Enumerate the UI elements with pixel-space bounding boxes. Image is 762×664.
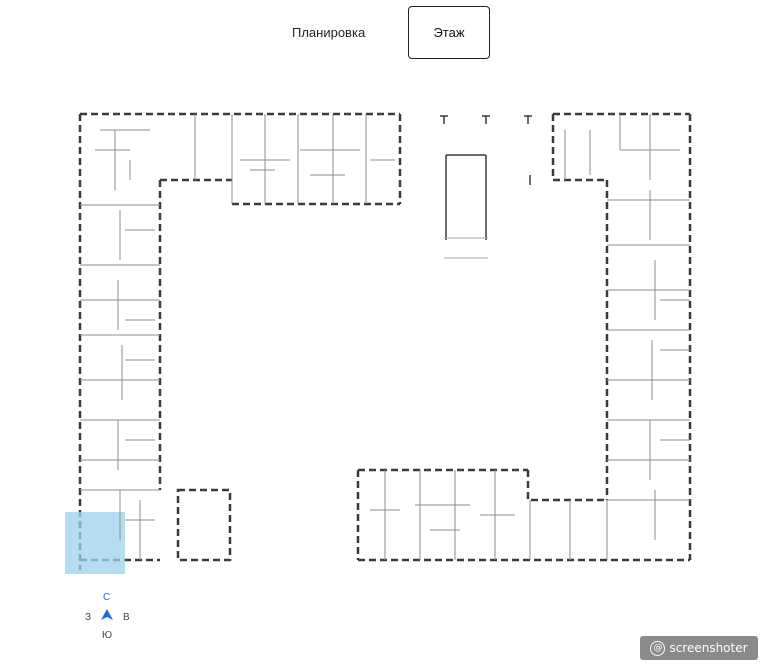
compass-south: Ю bbox=[102, 630, 113, 641]
courtyard-passage bbox=[444, 154, 488, 259]
compass-east: В bbox=[123, 612, 130, 623]
compass-arrow-icon bbox=[100, 608, 114, 622]
compass-north: С bbox=[103, 592, 111, 603]
tab-floor[interactable]: Этаж bbox=[408, 6, 490, 59]
selected-apartment[interactable] bbox=[65, 512, 125, 574]
tab-layout[interactable]: Планировка bbox=[292, 25, 366, 40]
entrance-markers bbox=[440, 115, 532, 185]
compass-west: З bbox=[85, 612, 92, 623]
screenshoter-watermark: @ screenshoter bbox=[640, 636, 758, 660]
compass: С З В Ю bbox=[82, 590, 134, 644]
watermark-text: screenshoter bbox=[669, 641, 748, 655]
small-block bbox=[176, 488, 232, 562]
camera-at-icon: @ bbox=[650, 640, 666, 656]
view-tabs: Планировка Этаж bbox=[0, 6, 762, 61]
